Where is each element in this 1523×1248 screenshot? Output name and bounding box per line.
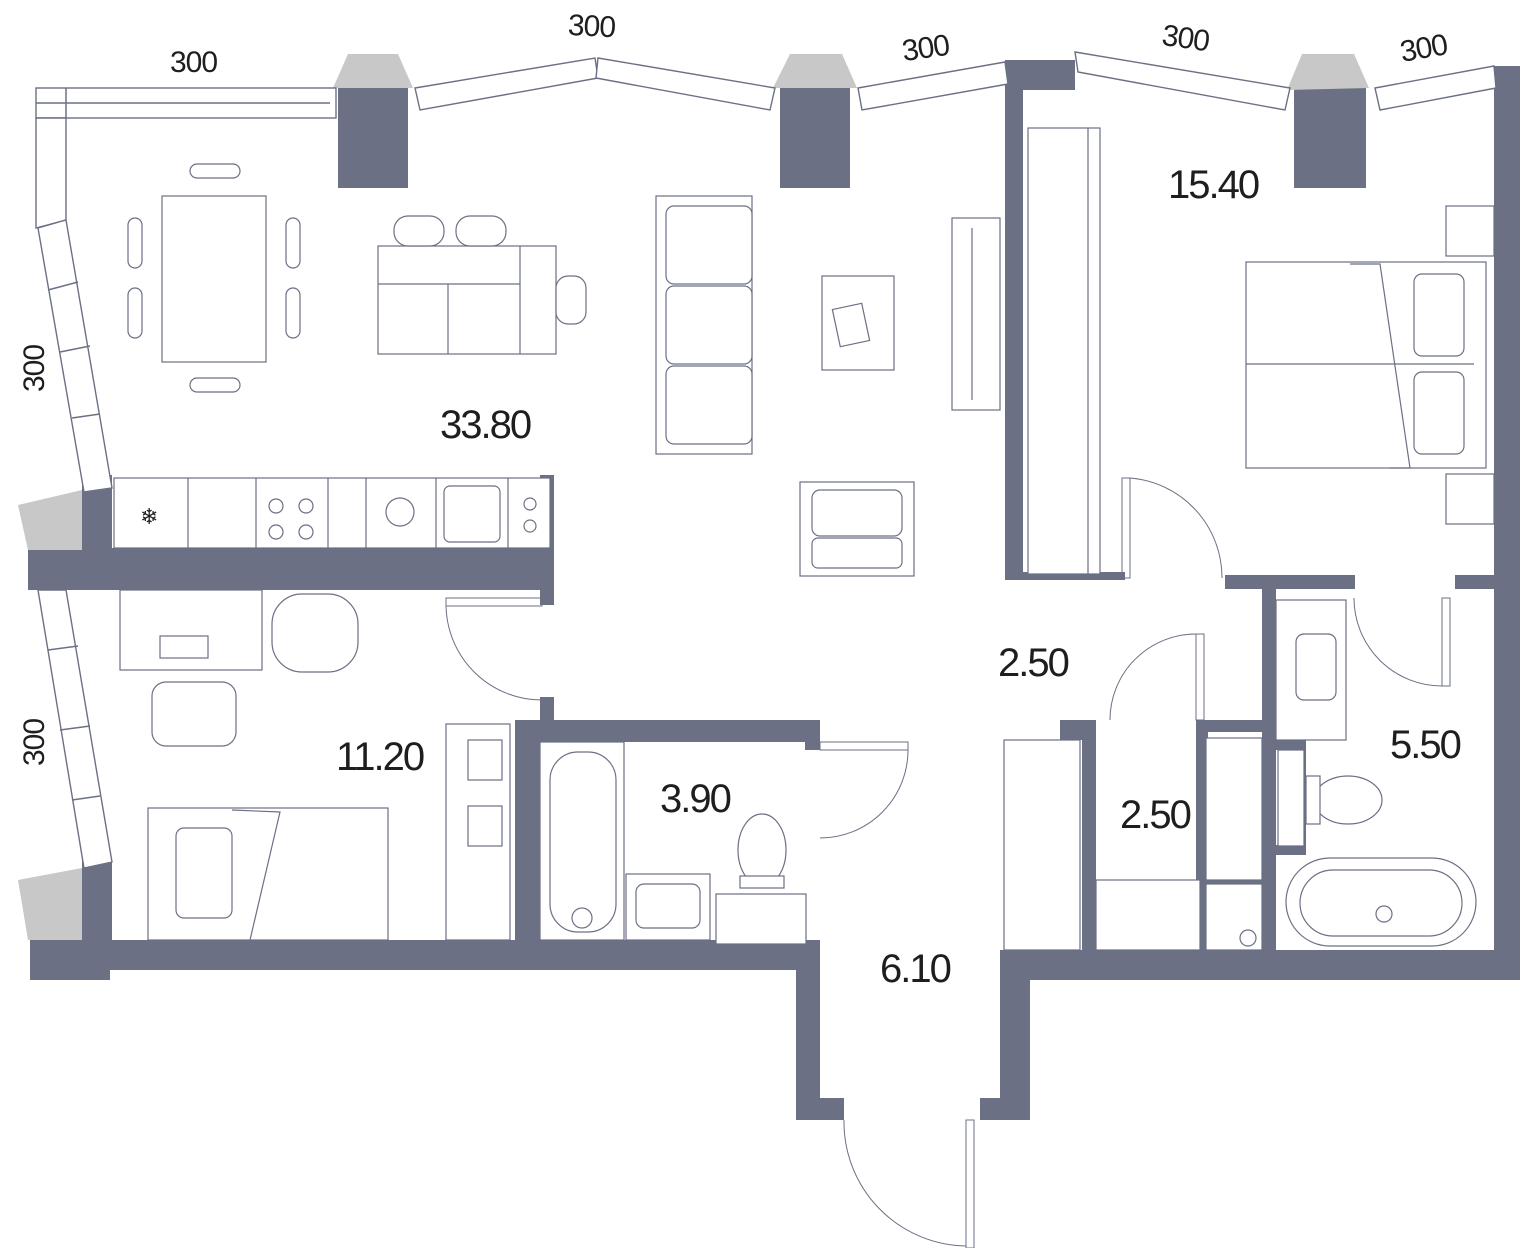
room-area-labels: 33.80 15.40 11.20 2.50 2.50 3.90 5.50 6.…	[336, 163, 1463, 991]
svg-text:❄: ❄	[140, 504, 157, 529]
wardrobe-master	[1027, 127, 1101, 575]
area-wardrobe: 2.50	[1120, 793, 1191, 837]
tv-unit	[951, 217, 1001, 411]
windows	[35, 51, 1497, 869]
master-bathroom	[1275, 599, 1477, 947]
area-living-kitchen: 33.80	[440, 403, 531, 447]
desk	[119, 589, 359, 747]
wardrobe-small-bedroom	[445, 723, 511, 941]
coffee-table	[821, 275, 895, 371]
doors	[445, 477, 1451, 1248]
dining-table	[127, 163, 301, 393]
kitchen-island	[377, 215, 587, 355]
dimension-top-5: 300	[1398, 28, 1450, 69]
kitchen-counter: ❄	[113, 477, 551, 549]
area-bedroom-master: 15.40	[1168, 163, 1259, 207]
dimension-top-3: 300	[900, 29, 952, 68]
area-bathroom-master: 5.50	[1390, 723, 1461, 767]
area-bedroom-small: 11.20	[336, 735, 424, 779]
dimension-left-2: 300	[18, 719, 51, 766]
armchair	[799, 481, 915, 577]
columns	[18, 54, 1369, 940]
dimension-top-2: 300	[567, 9, 616, 44]
bathtub-small	[539, 741, 807, 945]
wardrobe-hall	[1003, 737, 1263, 951]
area-entrance: 6.10	[880, 947, 951, 991]
sofa	[655, 195, 753, 455]
area-bathroom-small: 3.90	[660, 777, 731, 821]
dimension-left-1: 300	[18, 345, 51, 392]
bed-master	[1245, 205, 1495, 525]
bed-small	[147, 807, 389, 941]
dimension-top-1: 300	[170, 46, 217, 79]
area-hall: 2.50	[998, 641, 1069, 685]
dimension-labels: 300 300 300 300 300 300 300	[18, 9, 1450, 766]
dimension-top-4: 300	[1160, 19, 1212, 58]
